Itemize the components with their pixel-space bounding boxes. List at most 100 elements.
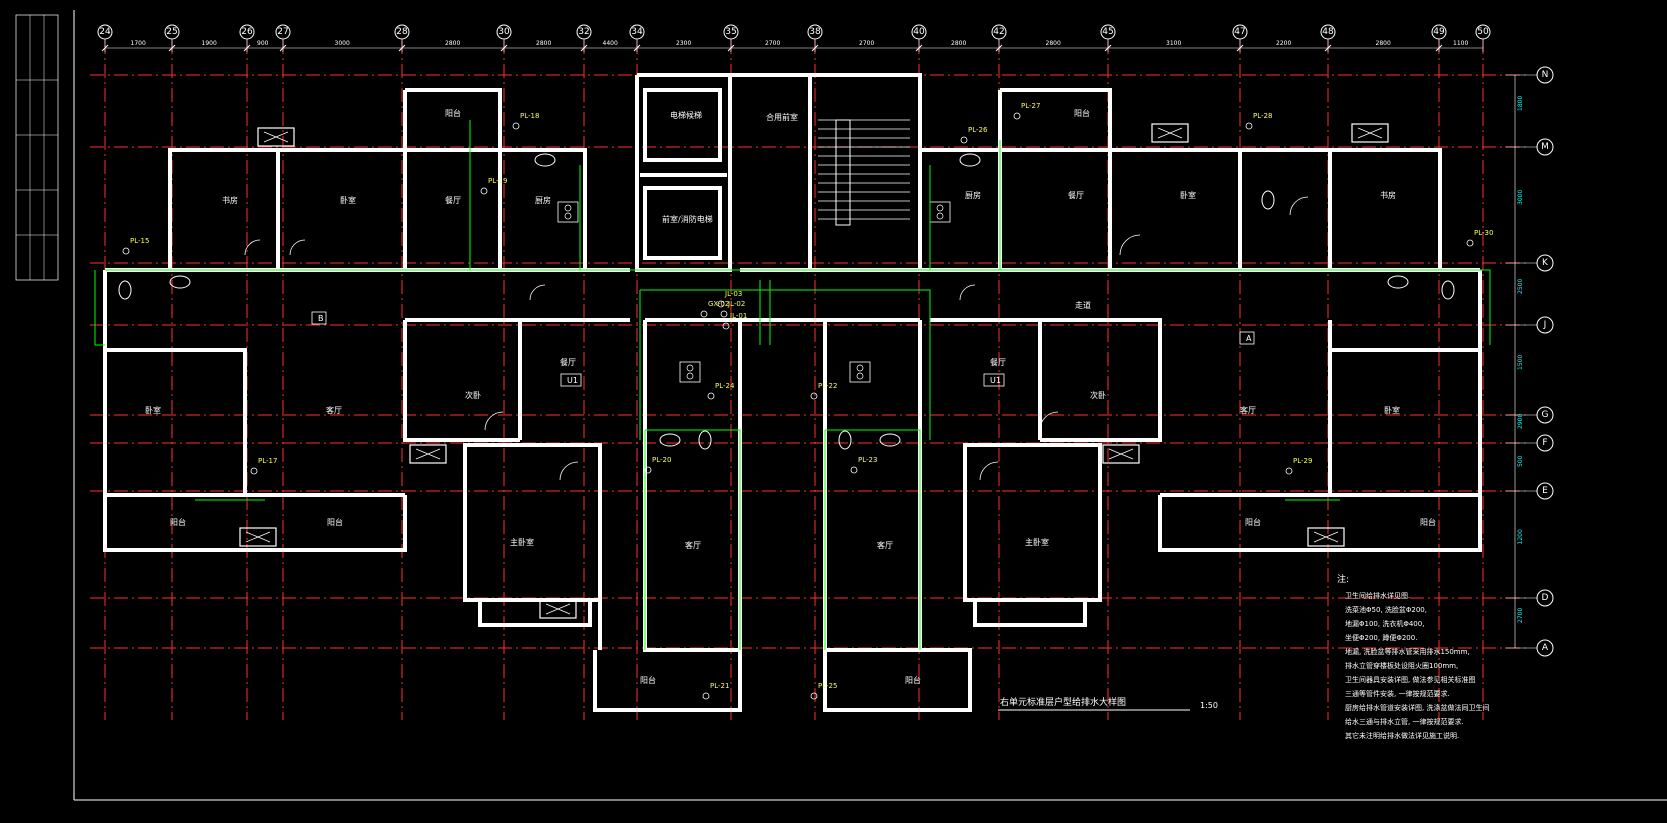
axis-bubble-24: 24 <box>97 24 113 52</box>
dimension-text: 1800 <box>1517 96 1524 111</box>
dimension-text: 2700 <box>765 40 780 47</box>
axis-label: K <box>1542 258 1549 268</box>
room-label-r4: 厨房 <box>535 195 551 205</box>
axis-bubble-50: 50 <box>1475 24 1491 52</box>
door-swing <box>244 239 261 256</box>
pipe-tag: PL-22 <box>818 382 837 390</box>
axis-label: M <box>1541 142 1549 152</box>
room-label-r28: A <box>1246 334 1252 343</box>
note-line: 其它未注明给排水做法详见施工说明. <box>1345 731 1459 740</box>
riser-symbol <box>720 310 728 318</box>
note-line: 三通等管件安装, 一律按规范要求. <box>1345 689 1450 698</box>
room-label-r12: 卧室 <box>1180 190 1196 200</box>
basin-fixture <box>1387 275 1409 289</box>
axis-bubble-38: 38 <box>807 24 823 52</box>
dimension-text: 1100 <box>1453 40 1468 47</box>
dimension-text: 3100 <box>1166 40 1181 47</box>
room-label-r8: 合用前室 <box>766 112 798 122</box>
drawing-scale: 1:50 <box>1200 701 1218 710</box>
room-label-r14: B <box>318 314 324 323</box>
axis-bubble-45: 45 <box>1100 24 1116 52</box>
room-label-r9: 厨房 <box>965 190 981 200</box>
riser-symbol <box>810 392 818 400</box>
axis-bubble-27: 27 <box>275 24 291 52</box>
title-block-strip <box>15 14 59 281</box>
axis-label: 34 <box>631 27 643 37</box>
door-swing <box>559 461 579 481</box>
vertical-axis-lines <box>104 40 1484 720</box>
toilet-fixture <box>118 280 132 300</box>
note-line: 坐便Φ200, 蹲便Φ200. <box>1345 633 1417 642</box>
axis-label: J <box>1543 320 1547 330</box>
unit-tag-box <box>311 311 327 325</box>
room-label-r2: 卧室 <box>340 195 356 205</box>
room-label-r3: 餐厅 <box>445 196 461 205</box>
room-label-r31: 阳台 <box>170 517 186 527</box>
riser-symbol <box>250 467 258 475</box>
axis-label: 26 <box>241 27 253 37</box>
cooktop <box>849 361 871 383</box>
axis-label: A <box>1542 643 1549 653</box>
axis-label: 25 <box>166 27 177 37</box>
dimension-text: 1700 <box>131 40 146 47</box>
axis-bubble-D: D <box>1505 589 1554 607</box>
pipe-tag: PL-17 <box>258 457 277 465</box>
room-label-r17: 次卧 <box>465 390 481 400</box>
unit-tag-box <box>560 373 582 387</box>
basin-fixture <box>879 433 901 447</box>
axis-bubble-E: E <box>1505 482 1554 500</box>
vent-shaft <box>539 599 577 619</box>
axis-bubble-49: 49 <box>1431 24 1447 52</box>
axis-bubble-J: J <box>1505 316 1554 334</box>
room-label-r21: 客厅 <box>685 540 701 550</box>
pipe-tag: GX-02 <box>708 300 729 308</box>
basin-fixture <box>659 433 681 447</box>
dimension-text: 3000 <box>1517 190 1524 205</box>
room-label-r6: 电梯候梯 <box>670 110 702 120</box>
vent-shaft <box>257 127 295 147</box>
axis-bubble-30: 30 <box>496 24 512 52</box>
vent-shaft <box>239 527 277 547</box>
riser-symbol <box>480 187 488 195</box>
pipe-tag: PL-15 <box>130 237 149 245</box>
riser-symbol <box>960 136 968 144</box>
riser-symbol <box>702 692 710 700</box>
room-label-r16: 卧室 <box>145 405 161 415</box>
room-label-r18: 餐厅 <box>560 358 576 367</box>
pipe-tag: PL-28 <box>1253 112 1272 120</box>
dimension-text: 3000 <box>335 40 350 47</box>
axis-bubble-25: 25 <box>164 24 180 52</box>
room-label-r26: 次卧 <box>1090 390 1106 400</box>
notes-heading: 注: <box>1337 573 1349 585</box>
axis-label: 42 <box>993 27 1004 37</box>
riser-symbol <box>707 392 715 400</box>
axis-bubble-32: 32 <box>576 24 592 52</box>
drawing-title-block: 右单元标准层户型给排水大样图 1:50 <box>998 696 1218 711</box>
basin-fixture <box>959 153 981 167</box>
riser-symbol <box>700 310 708 318</box>
axis-label: 28 <box>396 27 408 37</box>
dimension-text: 2700 <box>1517 608 1524 623</box>
basin-fixture <box>169 275 191 289</box>
toilet-fixture <box>1441 280 1455 300</box>
cooktop <box>679 361 701 383</box>
room-label-r32: 阳台 <box>327 517 343 527</box>
plumbing-pipes <box>94 120 1491 650</box>
axis-label: G <box>1542 410 1549 420</box>
dimension-text: 2800 <box>1376 40 1391 47</box>
room-label-r11: 餐厅 <box>1068 191 1084 200</box>
axis-bubble-47: 47 <box>1232 24 1248 52</box>
room-label-r19: U1 <box>567 376 578 385</box>
pipe-tag: JL-03 <box>724 290 742 298</box>
room-label-r25: 餐厅 <box>990 358 1006 367</box>
pipe-tag: PL-25 <box>818 682 837 690</box>
vent-shaft <box>1307 527 1345 547</box>
room-label-r36: 阳台 <box>1420 517 1436 527</box>
axis-label: E <box>1542 486 1548 496</box>
axis-bubble-35: 35 <box>723 24 739 52</box>
room-label-r20: 主卧室 <box>510 537 534 547</box>
room-label-r34: 阳台 <box>905 675 921 685</box>
